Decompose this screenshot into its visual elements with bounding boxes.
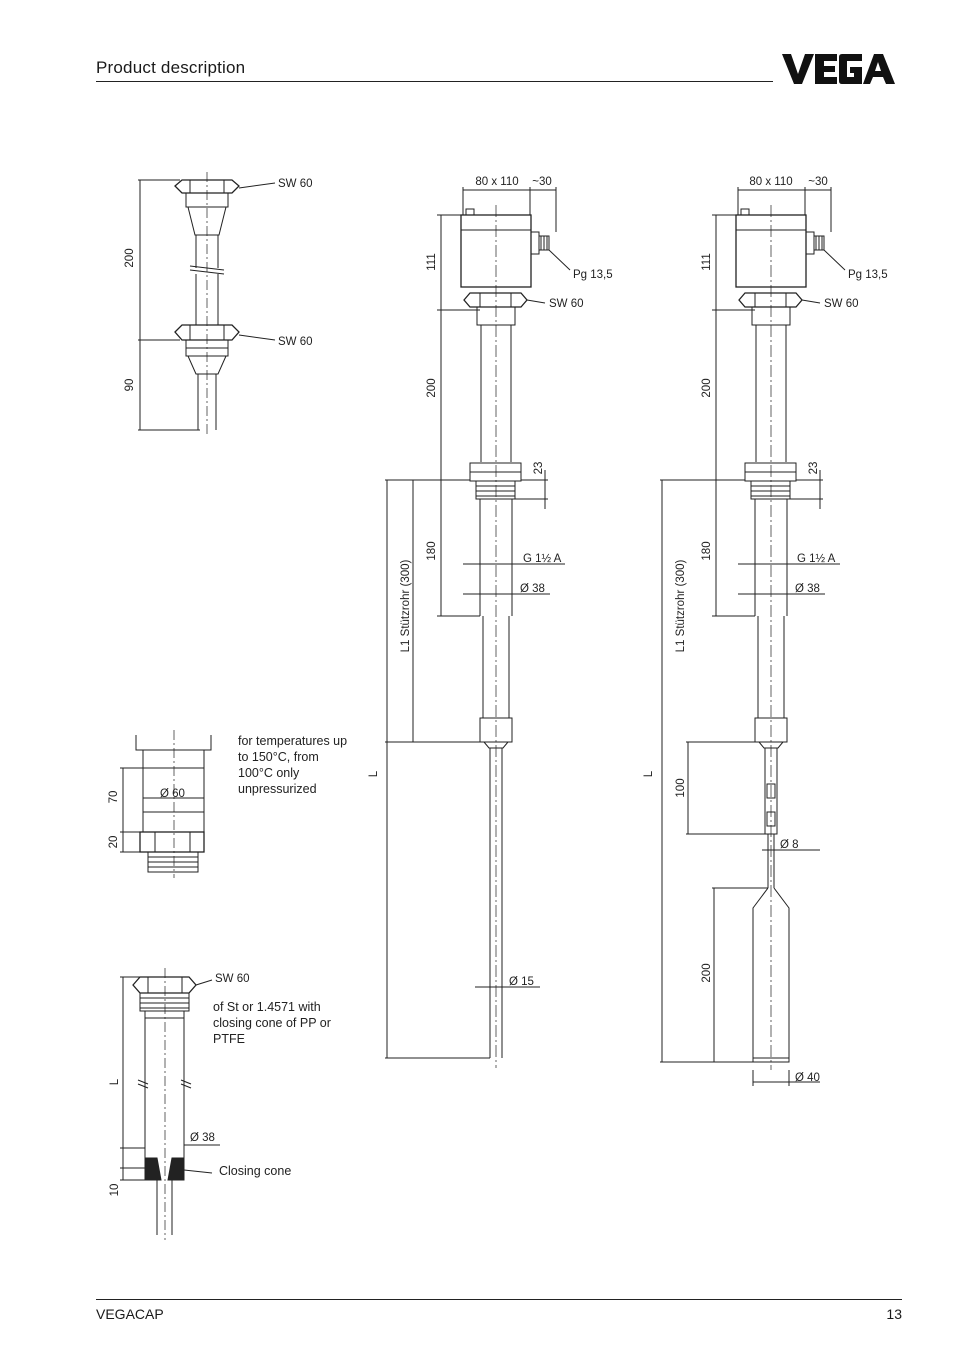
footer-rule [96, 1299, 902, 1300]
label-pg-mid: Pg 13,5 [573, 269, 613, 281]
dim-100-right: 100 [675, 778, 687, 797]
label-d8: Ø 8 [780, 839, 799, 851]
label-d38-cone: Ø 38 [190, 1132, 215, 1144]
label-d38-mid: Ø 38 [520, 583, 545, 595]
note-material: of St or 1.4571 with closing cone of PP … [213, 1000, 331, 1046]
label-d40: Ø 40 [795, 1072, 820, 1084]
dim-180-right: 180 [701, 541, 713, 560]
drawing-closing-cone [120, 968, 220, 1240]
dim-70: 70 [108, 791, 120, 804]
dim-gland-mid: ~30 [532, 176, 552, 188]
drawing-cooling-extension [120, 730, 212, 878]
dim-l-mid: L [368, 770, 380, 777]
dim-180-mid: 180 [426, 541, 438, 560]
dim-200-right: 200 [701, 378, 713, 397]
vega-logo [782, 54, 895, 84]
dim-20: 20 [108, 836, 120, 849]
dim-23-mid: 23 [533, 462, 545, 475]
label-d60: Ø 60 [160, 788, 185, 800]
footer-product: VEGACAP [96, 1306, 164, 1322]
drawing-double-hex [138, 172, 276, 436]
dim-111-right: 111 [701, 253, 713, 270]
label-sw60-right: SW 60 [824, 298, 859, 310]
label-sw60-top: SW 60 [278, 178, 313, 190]
header-rule [96, 81, 773, 82]
dim-200-mid: 200 [426, 378, 438, 397]
dim-housing-mid: 80 x 110 [475, 176, 518, 188]
label-sw60-lower: SW 60 [278, 336, 313, 348]
dim-gland-right: ~30 [808, 176, 828, 188]
label-closing-cone: Closing cone [219, 1164, 291, 1178]
dim-200-weight: 200 [701, 963, 713, 982]
drawing-cable-sensor [660, 187, 846, 1086]
dim-l-right: L [643, 770, 655, 777]
dim-111-mid: 111 [426, 253, 438, 270]
label-thread-mid: G 1½ A [523, 553, 562, 565]
page-title: Product description [96, 58, 246, 77]
label-pg-right: Pg 13,5 [848, 269, 888, 281]
drawing-rod-sensor [385, 187, 571, 1068]
dim-housing-right: 80 x 110 [749, 176, 792, 188]
dim-l-cone: L [109, 1078, 121, 1085]
dim-10-cone: 10 [109, 1184, 121, 1197]
note-temperature: for temperatures up to 150°C, from 100°C… [238, 734, 348, 796]
label-thread-right: G 1½ A [797, 553, 836, 565]
dim-90-left: 90 [124, 379, 136, 392]
label-sw60-mid: SW 60 [549, 298, 584, 310]
page-number: 13 [886, 1306, 902, 1322]
label-sw60-cone: SW 60 [215, 973, 250, 985]
dim-l1-right: L1 Stützrohr (300) [675, 559, 687, 652]
dim-l1-mid: L1 Stützrohr (300) [400, 559, 412, 652]
dim-200-left: 200 [124, 248, 136, 267]
label-d15: Ø 15 [509, 976, 534, 988]
label-d38-right: Ø 38 [795, 583, 820, 595]
dim-23-right: 23 [808, 462, 820, 475]
